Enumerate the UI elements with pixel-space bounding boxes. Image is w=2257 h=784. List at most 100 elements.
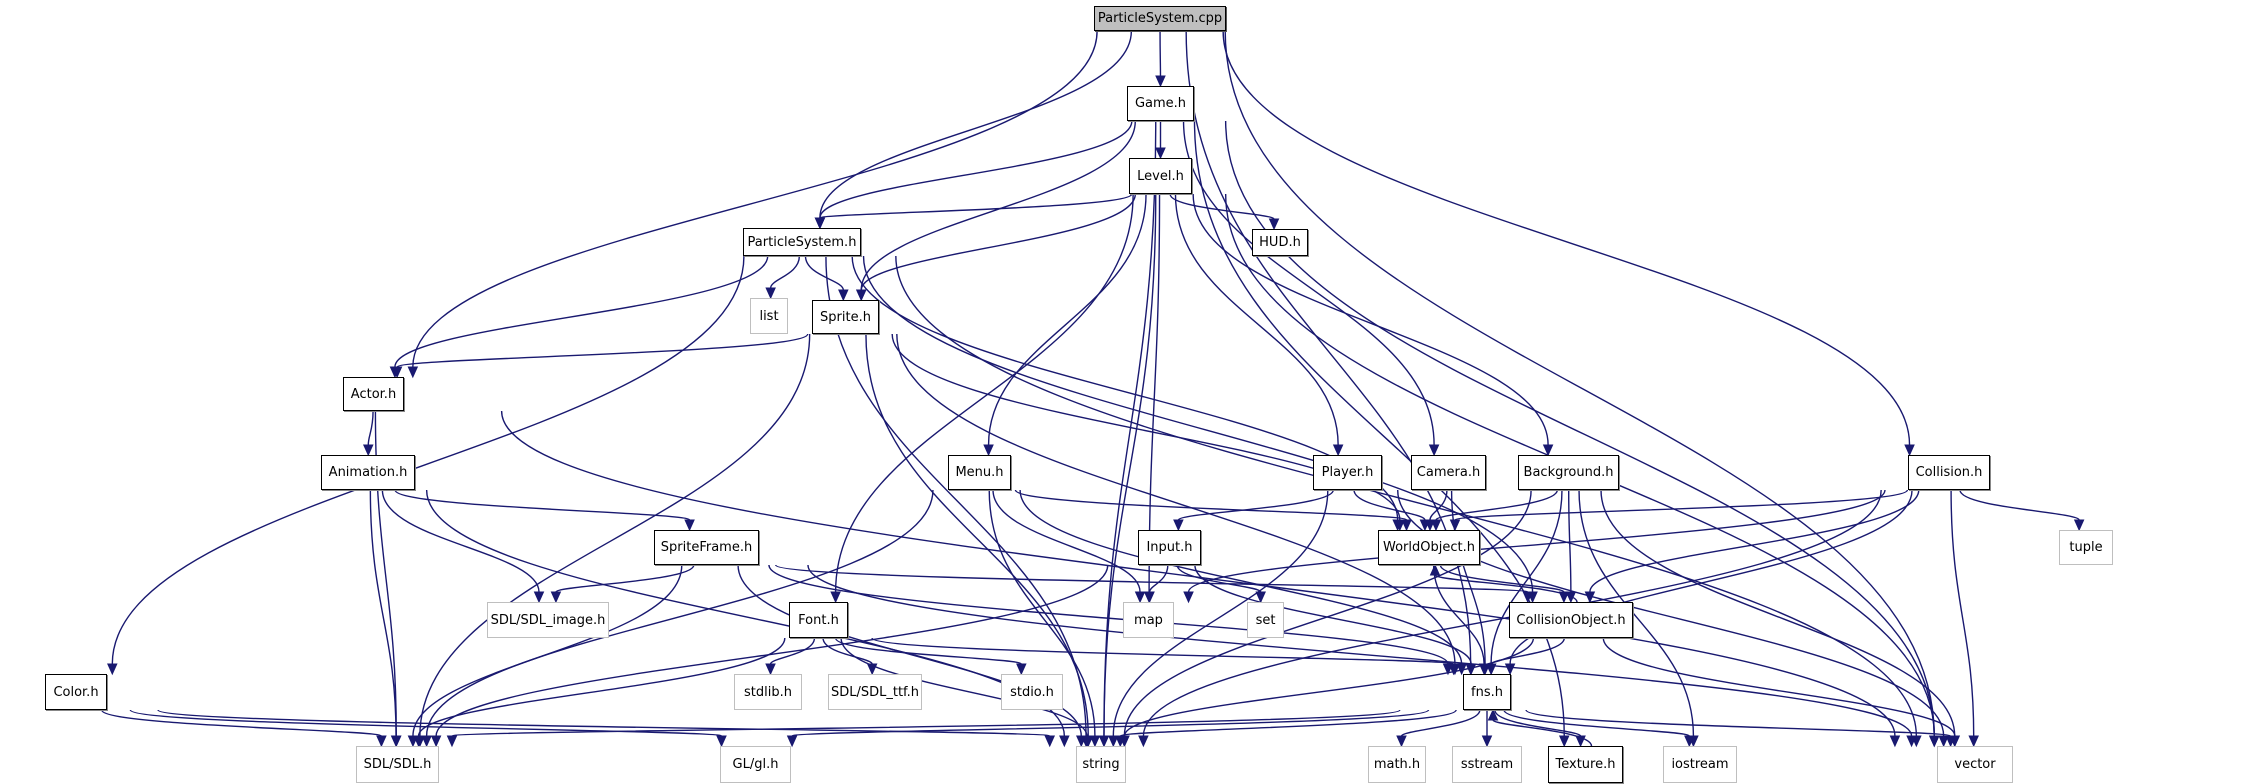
arrowhead-icon bbox=[1584, 591, 1596, 604]
edge-fns-h-to-sdl-h bbox=[451, 709, 1401, 737]
arrowhead-icon bbox=[1938, 735, 1949, 748]
arrowhead-icon bbox=[430, 735, 442, 748]
node-sdl-sdl-image-h: SDL/SDL_image.h bbox=[487, 602, 609, 638]
node-font-h[interactable]: Font.h bbox=[789, 602, 848, 638]
node-label: SDL/SDL_image.h bbox=[490, 612, 606, 628]
node-label: sstream bbox=[1460, 757, 1514, 772]
arrowhead-icon bbox=[533, 591, 545, 604]
node-label: stdio.h bbox=[1010, 684, 1054, 700]
node-label: Animation.h bbox=[328, 465, 408, 480]
arrowhead-icon bbox=[765, 663, 776, 676]
edge-level-h-to-background-h bbox=[1192, 193, 1549, 446]
edge-input-h-to-map bbox=[1148, 564, 1169, 593]
arrowhead-icon bbox=[363, 444, 374, 457]
arrowhead-icon bbox=[1098, 735, 1110, 748]
node-particlesystem-cpp: ParticleSystem.cpp bbox=[1094, 6, 1226, 31]
edge-game-h-to-particlesystem-h bbox=[819, 120, 1133, 219]
edge-font-h-to-sdl-ttf-h bbox=[822, 637, 873, 665]
arrowhead-icon bbox=[1542, 444, 1554, 457]
arrowhead-icon bbox=[1429, 563, 1441, 576]
node-player-h[interactable]: Player.h bbox=[1313, 455, 1382, 490]
edge-fns-h-to-string bbox=[1119, 709, 1457, 737]
node-particlesystem-h[interactable]: ParticleSystem.h bbox=[743, 228, 861, 256]
node-label: Actor.h bbox=[350, 386, 397, 402]
edge-font-h-to-sdl-h bbox=[417, 637, 786, 737]
node-menu-h[interactable]: Menu.h bbox=[948, 455, 1011, 490]
arrowhead-icon bbox=[421, 735, 432, 748]
node-label: Collision.h bbox=[1915, 465, 1983, 480]
node-spriteframe-h[interactable]: SpriteFrame.h bbox=[654, 530, 759, 565]
node-collisionobject-h[interactable]: CollisionObject.h bbox=[1509, 602, 1633, 638]
edge-animation-h-to-spriteframe-h bbox=[394, 489, 691, 521]
edge-background-h-to-worldobject-h bbox=[1435, 489, 1559, 521]
arrowhead-icon bbox=[1684, 735, 1695, 748]
arrowhead-icon bbox=[1945, 735, 1956, 748]
edge-animation-h-to-sdl-h bbox=[369, 489, 397, 737]
arrowhead-icon bbox=[1430, 519, 1442, 532]
arrowhead-icon bbox=[1394, 519, 1406, 532]
arrowhead-icon bbox=[2073, 519, 2085, 532]
node-input-h[interactable]: Input.h bbox=[1138, 530, 1201, 565]
node-iostream: iostream bbox=[1663, 746, 1737, 783]
arrowhead-icon bbox=[830, 591, 841, 604]
edge-font-h-to-stdlib-h bbox=[769, 637, 816, 665]
edge-background-h-to-collisionobject-h bbox=[1568, 489, 1572, 593]
edge-background-h-to-iostream bbox=[1578, 489, 1695, 737]
arrowhead-icon bbox=[390, 735, 402, 748]
edge-spriteframe-h-to-sdl-h bbox=[412, 564, 683, 737]
node-hud-h[interactable]: HUD.h bbox=[1252, 229, 1308, 256]
node-game-h[interactable]: Game.h bbox=[1127, 86, 1194, 121]
node-animation-h[interactable]: Animation.h bbox=[321, 455, 415, 490]
node-texture-h[interactable]: Texture.h bbox=[1548, 746, 1623, 783]
edge-collision-h-to-map bbox=[1187, 489, 1886, 593]
edge-level-h-to-hud-h bbox=[1169, 193, 1275, 220]
node-label: fns.h bbox=[1471, 684, 1503, 700]
arrowhead-icon bbox=[1183, 591, 1194, 604]
arrowhead-icon bbox=[1889, 735, 1901, 748]
node-sdl-sdl-h: SDL/SDL.h bbox=[356, 746, 439, 783]
edge-menu-h-to-fns-h bbox=[1019, 489, 1463, 665]
edge-player-h-to-input-h bbox=[1177, 489, 1334, 521]
node-label: GL/gl.h bbox=[732, 757, 779, 772]
arrowhead-icon bbox=[1478, 663, 1490, 676]
arrowhead-icon bbox=[855, 289, 867, 302]
edge-sprite-h-to-string bbox=[865, 333, 1089, 737]
node-level-h[interactable]: Level.h bbox=[1129, 158, 1192, 194]
node-fns-h[interactable]: fns.h bbox=[1463, 674, 1511, 710]
node-string: string bbox=[1076, 746, 1126, 783]
arrowhead-icon bbox=[1108, 735, 1119, 748]
arrowhead-icon bbox=[1968, 735, 1979, 748]
node-sprite-h[interactable]: Sprite.h bbox=[812, 300, 879, 334]
node-actor-h[interactable]: Actor.h bbox=[343, 377, 404, 411]
edge-sprite-h-to-fns-h bbox=[896, 333, 1456, 665]
node-camera-h[interactable]: Camera.h bbox=[1411, 455, 1486, 490]
arrowhead-icon bbox=[1173, 519, 1184, 532]
arrowhead-icon bbox=[1481, 735, 1493, 748]
arrowhead-icon bbox=[1332, 444, 1344, 457]
edge-fns-h-to-texture-h bbox=[1494, 709, 1582, 737]
arrowhead-icon bbox=[391, 366, 403, 379]
arrowhead-icon bbox=[376, 735, 387, 748]
edge-level-h-to-menu-h bbox=[987, 193, 1147, 446]
arrowhead-icon bbox=[1081, 735, 1093, 748]
edge-level-h-to-font-h bbox=[834, 193, 1134, 593]
arrowhead-icon bbox=[1522, 591, 1534, 604]
node-collision-h[interactable]: Collision.h bbox=[1908, 455, 1990, 490]
node-label: Camera.h bbox=[1416, 465, 1481, 480]
node-label: list bbox=[759, 308, 779, 324]
arrowhead-icon bbox=[550, 591, 562, 604]
arrowhead-icon bbox=[1428, 444, 1440, 457]
edge-collision-h-to-vector bbox=[1950, 489, 1975, 737]
node-gl-gl-h: GL/gl.h bbox=[720, 746, 791, 783]
node-set: set bbox=[1247, 602, 1284, 638]
node-worldobject-h[interactable]: WorldObject.h bbox=[1378, 530, 1480, 565]
edge-particlesystem-cpp-to-collision-h bbox=[1222, 30, 1911, 446]
node-color-h[interactable]: Color.h bbox=[45, 674, 107, 710]
arrowhead-icon bbox=[1929, 735, 1940, 748]
edge-sprite-h-to-actor-h bbox=[396, 333, 809, 368]
node-background-h[interactable]: Background.h bbox=[1518, 455, 1619, 490]
edge-game-h-to-sprite-h bbox=[860, 120, 1136, 291]
edge-texture-h-to-fns-h bbox=[1492, 719, 1593, 747]
edge-animation-h-to-sdl-image-h bbox=[381, 489, 540, 593]
edge-font-h-to-fns-h bbox=[871, 637, 1455, 665]
